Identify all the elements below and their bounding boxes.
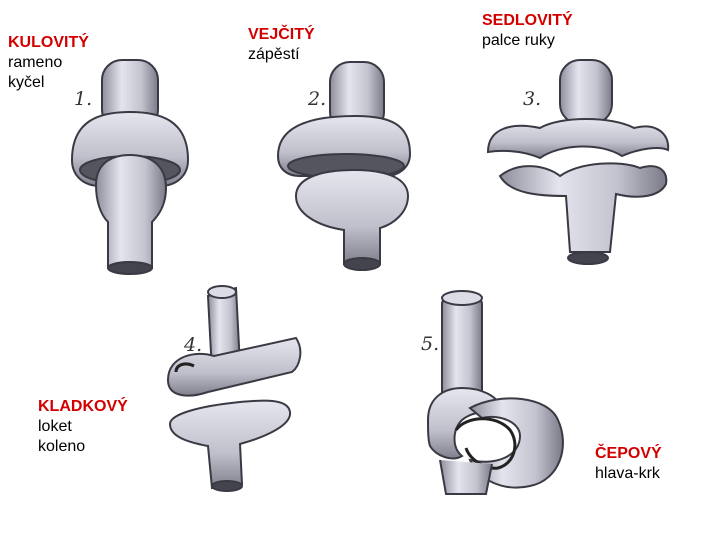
joint-example: loket xyxy=(38,418,72,435)
joint-example: zápěstí xyxy=(248,46,300,63)
joint-label-pivot: ČEPOVÝ hlava-krk xyxy=(595,444,662,484)
joint-title: KLADKOVÝ xyxy=(38,398,128,415)
pivot-joint-drawing xyxy=(426,290,564,495)
joint-example: hlava-krk xyxy=(595,465,660,482)
joint-title: KULOVITÝ xyxy=(8,34,89,51)
condyloid-joint-drawing xyxy=(276,61,412,271)
joint-number-2: 2. xyxy=(308,88,327,110)
joint-title: ČEPOVÝ xyxy=(595,445,662,462)
joint-number-3: 3. xyxy=(523,88,542,110)
joint-title: SEDLOVITÝ xyxy=(482,12,573,29)
saddle-joint-drawing xyxy=(486,59,670,265)
joint-label-condyloid: VEJČITÝ zápěstí xyxy=(248,25,315,65)
joint-label-saddle: SEDLOVITÝ palce ruky xyxy=(482,11,573,51)
joint-example: rameno xyxy=(8,54,63,71)
joint-number-4: 4. xyxy=(184,334,203,356)
hinge-joint-drawing xyxy=(166,285,302,492)
joint-example: koleno xyxy=(38,438,86,455)
joint-example: palce ruky xyxy=(482,32,555,49)
joint-label-hinge: KLADKOVÝ loket koleno xyxy=(38,397,128,457)
joint-title: VEJČITÝ xyxy=(248,26,315,43)
joint-label-ball: KULOVITÝ rameno kyčel xyxy=(8,33,89,93)
ball-joint-drawing xyxy=(70,59,190,275)
joint-number-5: 5. xyxy=(421,333,440,355)
joint-number-1: 1. xyxy=(74,88,93,110)
joint-example: kyčel xyxy=(8,74,45,91)
